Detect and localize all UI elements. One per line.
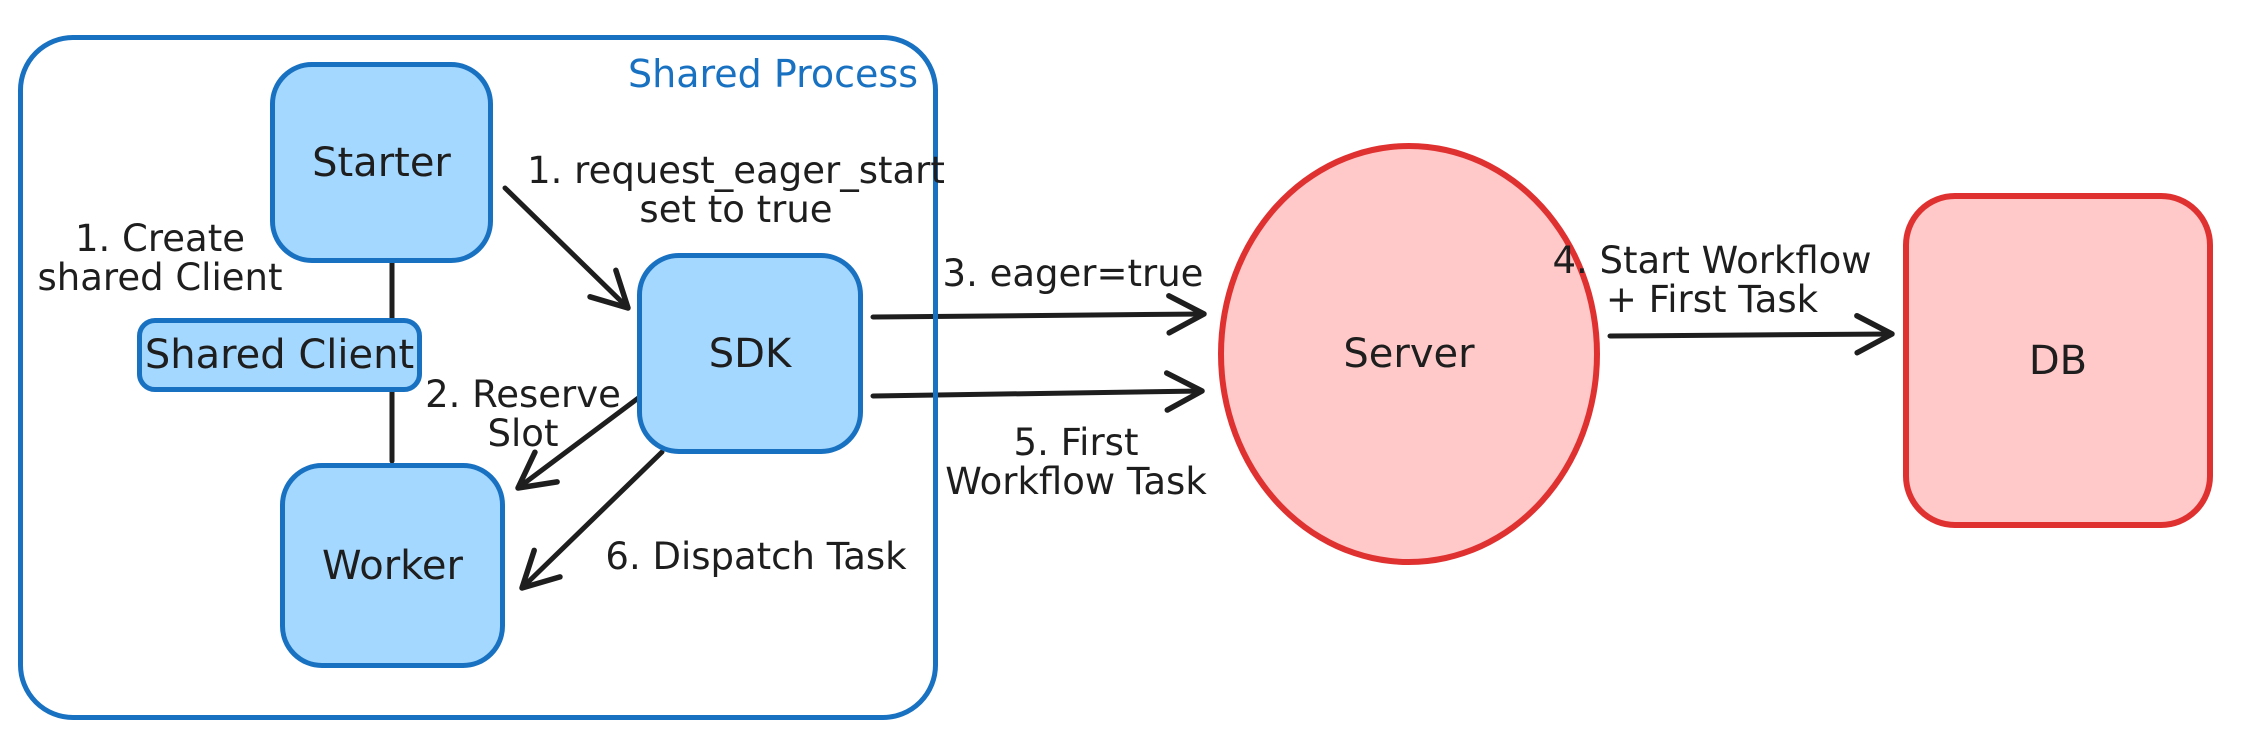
shared-process-label: Shared Process	[627, 52, 919, 96]
db-label: DB	[2028, 337, 2088, 384]
annotation-request-eager-start: 1. request_eager_start set to true	[527, 151, 945, 229]
arrow-server-to-db	[1607, 312, 1895, 356]
annotation-first-workflow-task: 5. First Workflow Task	[945, 423, 1207, 501]
node-starter: Starter	[270, 62, 493, 263]
worker-label: Worker	[322, 542, 463, 589]
node-sdk: SDK	[637, 253, 863, 454]
shared-client-label: Shared Client	[144, 332, 415, 378]
starter-label: Starter	[312, 139, 451, 186]
arrow-sdk-to-worker-reserve-slot	[515, 393, 644, 491]
annotation-line: Slot	[487, 412, 559, 455]
node-shared-client: Shared Client	[137, 318, 422, 392]
annotation-line: shared Client	[37, 256, 283, 299]
node-db: DB	[1903, 193, 2213, 528]
annotation-line: set to true	[639, 188, 833, 231]
annotation-line: 4. Start Workflow	[1552, 239, 1872, 282]
annotation-line: 6. Dispatch Task	[605, 535, 907, 578]
annotation-reserve-slot: 2. Reserve Slot	[425, 375, 621, 453]
shared-process-container	[18, 35, 938, 720]
node-server: Server	[1218, 143, 1600, 565]
node-worker: Worker	[280, 463, 505, 668]
annotation-start-workflow: 4. Start Workflow + First Task	[1552, 241, 1871, 319]
annotation-eager-true: 3. eager=true	[943, 254, 1204, 293]
annotation-line: 5. First	[1013, 421, 1139, 464]
annotation-dispatch-task: 6. Dispatch Task	[605, 537, 906, 576]
arrow-starter-to-sdk	[502, 185, 631, 311]
arrow-sdk-to-worker-dispatch-task	[519, 449, 665, 591]
arrow-sdk-to-server-eager	[870, 293, 1207, 336]
annotation-line: + First Task	[1605, 278, 1819, 321]
annotation-line: Workflow Task	[945, 460, 1207, 503]
arrow-sdk-to-server-first-workflow-task	[870, 370, 1205, 413]
annotation-line: 1. request_eager_start	[527, 149, 945, 192]
server-label: Server	[1343, 331, 1475, 377]
annotation-line: 1. Create	[74, 217, 245, 260]
annotation-line: 3. eager=true	[942, 252, 1204, 295]
sdk-label: SDK	[708, 330, 792, 377]
annotation-line: 2. Reserve	[425, 373, 621, 416]
annotation-create-shared-client: 1. Create shared Client	[38, 219, 283, 297]
